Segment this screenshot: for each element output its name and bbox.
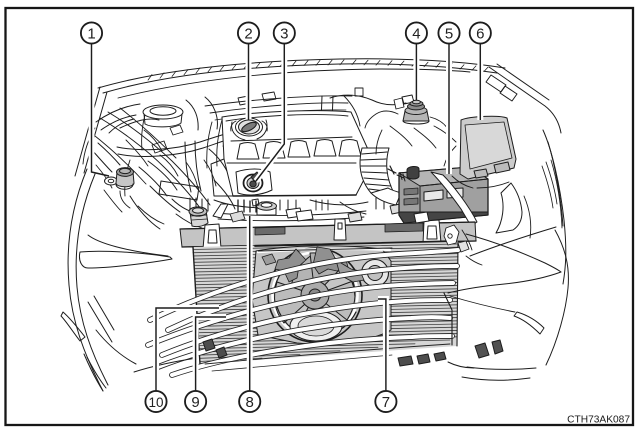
svg-text:2: 2 <box>244 25 252 42</box>
svg-text:6: 6 <box>476 25 484 42</box>
svg-text:8: 8 <box>246 394 254 411</box>
svg-text:5: 5 <box>445 25 453 42</box>
svg-text:CTH73AK087: CTH73AK087 <box>567 415 630 426</box>
svg-text:10: 10 <box>148 395 163 410</box>
svg-text:3: 3 <box>280 25 288 42</box>
svg-text:1: 1 <box>87 25 95 42</box>
svg-text:7: 7 <box>382 394 390 411</box>
svg-text:4: 4 <box>412 25 420 42</box>
svg-text:9: 9 <box>191 394 199 411</box>
